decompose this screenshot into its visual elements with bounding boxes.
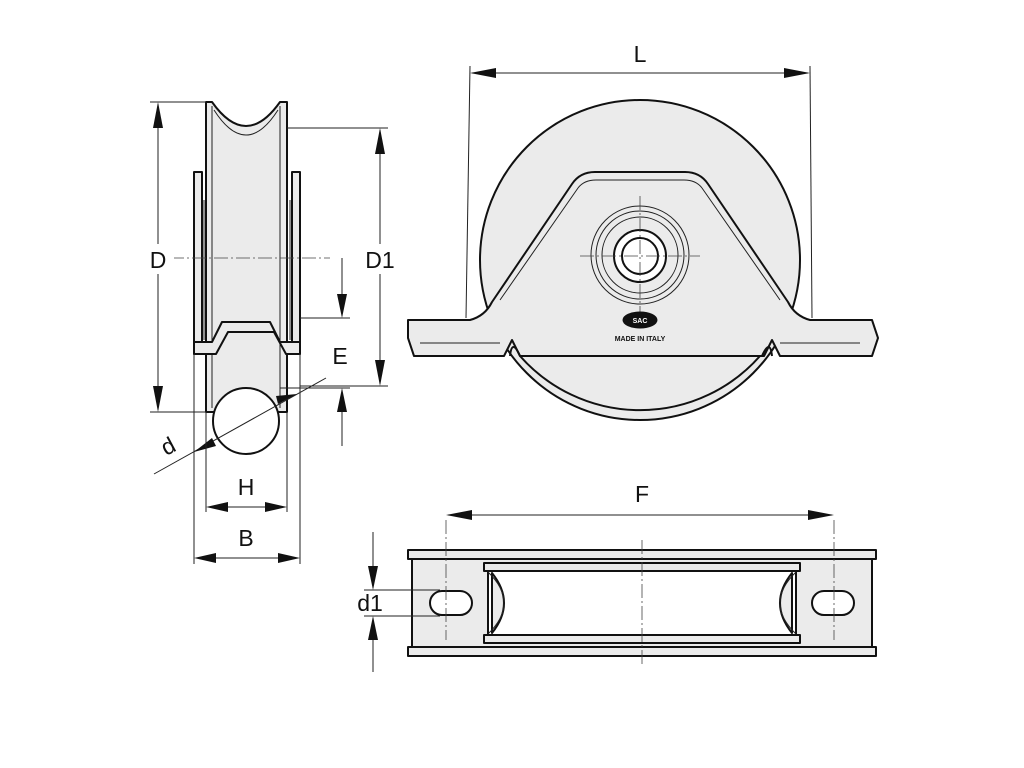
label-H: H	[238, 474, 255, 500]
bracket-plate-left	[193, 171, 203, 355]
mounting-slot-left	[429, 590, 473, 616]
label-F: F	[635, 481, 649, 507]
label-L: L	[634, 41, 647, 67]
label-D1: D1	[365, 247, 394, 273]
label-d1: d1	[357, 590, 383, 616]
made-in-italy-text: MADE IN ITALY	[615, 336, 666, 343]
brand-logo-text: SAC	[633, 318, 648, 325]
front-view: SAC MADE IN ITALY L	[407, 41, 879, 421]
label-E: E	[332, 343, 347, 369]
side-view: D D1 E d H B	[142, 101, 402, 564]
bracket-plate-right	[291, 171, 301, 355]
wheel-lower-arc	[519, 355, 761, 412]
label-B: B	[238, 525, 253, 551]
mounting-slot-right	[811, 590, 855, 616]
wheel-side-profile	[205, 101, 288, 413]
round-track-bar	[212, 387, 280, 455]
label-d: d	[156, 432, 180, 461]
label-D: D	[150, 247, 167, 273]
top-view: F d1	[357, 481, 877, 672]
brand-logo	[622, 311, 658, 329]
